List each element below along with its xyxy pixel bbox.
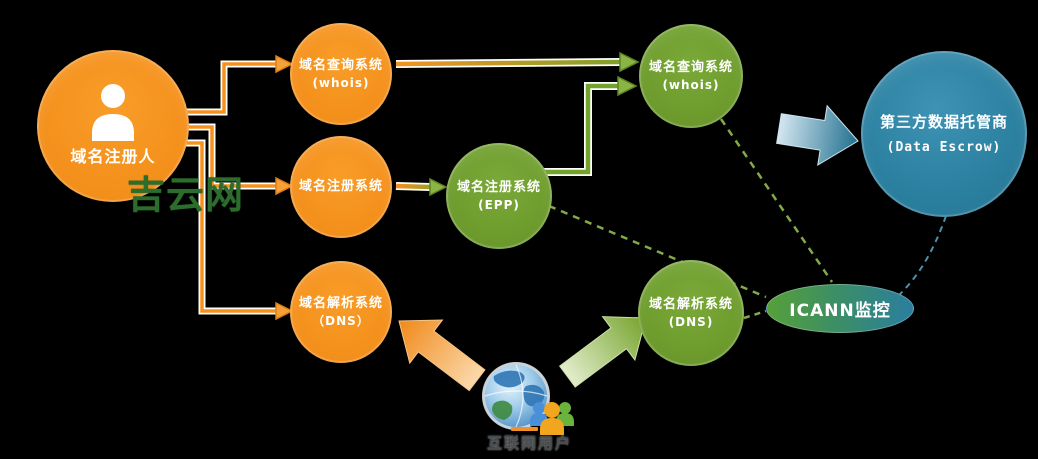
node-icann-monitor: ICANN监控	[766, 284, 914, 333]
dashed-dns-to-icann	[743, 309, 767, 320]
user-orange-icon	[540, 402, 564, 435]
node-registrar-dns: 域名解析系统 （DNS）	[290, 261, 392, 363]
internet-users-label: 互联网用户	[486, 434, 572, 452]
arrow-whois-to-registry-whois	[395, 51, 640, 73]
arrow-registrant-to-registration	[185, 123, 294, 196]
node-label: ICANN监控	[789, 301, 891, 321]
node-registrar-whois: 域名查询系统 (whois)	[290, 23, 392, 125]
node-registry-whois: 域名查询系统 (whois)	[639, 24, 743, 128]
node-sublabel: (whois)	[312, 76, 370, 91]
node-sublabel: （DNS）	[312, 314, 370, 329]
node-sublabel: (whois)	[662, 78, 720, 93]
node-label: 域名注册系统	[456, 179, 541, 195]
node-sublabel: (DNS)	[668, 315, 714, 330]
node-label: 域名解析系统	[298, 295, 383, 311]
dashed-escrow-to-icann	[896, 215, 947, 298]
block-arrow-internet-to-registrar-dns	[398, 319, 486, 392]
node-label: 域名查询系统	[298, 57, 383, 73]
node-label: 域名查询系统	[648, 59, 733, 75]
node-label: 第三方数据托管商	[879, 112, 1008, 131]
arrow-epp-to-registry-whois	[543, 75, 638, 176]
node-sublabel: (Data Escrow)	[886, 140, 1002, 156]
node-data-escrow: 第三方数据托管商 (Data Escrow)	[861, 51, 1027, 217]
globe-users-icon	[476, 360, 588, 442]
block-arrow-internet-to-registry-dns	[558, 316, 647, 388]
node-registrar-registration: 域名注册系统	[290, 136, 392, 238]
node-registry-dns: 域名解析系统 (DNS)	[638, 260, 744, 366]
site-watermark: 吉云网	[127, 173, 245, 217]
arrow-registrant-to-whois	[185, 54, 294, 116]
node-registry-epp: 域名注册系统 (EPP)	[446, 143, 552, 249]
block-arrow-whois-to-escrow	[776, 104, 859, 166]
person-icon	[92, 84, 134, 141]
node-label: 域名注册系统	[298, 179, 383, 195]
arrow-registration-to-epp	[395, 177, 448, 197]
node-registrant: 域名注册人	[37, 50, 189, 202]
users-accent-bar	[511, 427, 538, 431]
node-label: 域名解析系统	[648, 296, 733, 312]
arrow-registrant-to-dns	[186, 139, 294, 321]
node-label: 域名注册人	[70, 147, 156, 166]
node-sublabel: (EPP)	[478, 198, 520, 213]
dashed-whois-to-icann	[719, 118, 834, 283]
